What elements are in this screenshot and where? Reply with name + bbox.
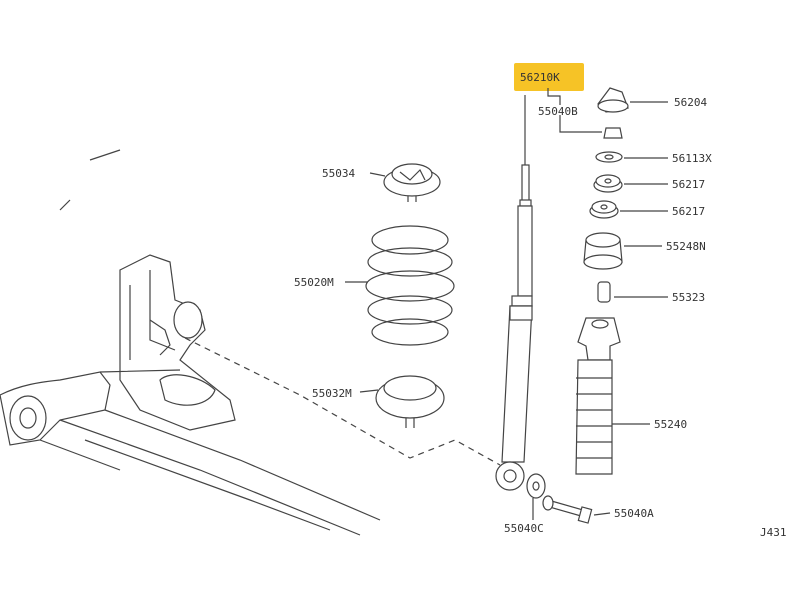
label-55032M: 55032M — [312, 387, 352, 400]
mount-bushing — [583, 232, 662, 270]
label-56210K: 56210K — [520, 71, 560, 84]
label-55034: 55034 — [322, 167, 355, 180]
washer-top — [595, 151, 668, 163]
label-56204: 56204 — [674, 96, 707, 109]
lower-spring-seat — [359, 375, 445, 428]
nut — [559, 115, 623, 139]
part-highlight — [514, 63, 584, 91]
collar — [597, 281, 668, 303]
label-56113X: 56113X — [672, 152, 712, 165]
upper-spring-seat — [369, 163, 441, 202]
label-55040A: 55040A — [614, 507, 654, 520]
label-55040C: 55040C — [504, 522, 544, 535]
coil-spring — [345, 225, 455, 346]
bushing-upper — [593, 174, 668, 193]
label-55040B: 55040B — [538, 105, 578, 118]
label-55248N: 55248N — [666, 240, 706, 253]
rear-axle-bracket — [0, 149, 381, 536]
label-55240: 55240 — [654, 418, 687, 431]
bolt — [542, 495, 611, 524]
shock-absorber — [495, 95, 533, 491]
label-55323: 55323 — [672, 291, 705, 304]
washer — [526, 473, 546, 520]
bump-stop-boot — [575, 317, 650, 475]
label-56217-upper: 56217 — [672, 178, 705, 191]
bump-cap — [597, 87, 668, 113]
figure-code: J431 — [760, 526, 787, 539]
bushing-lower — [589, 200, 668, 219]
label-56217-lower: 56217 — [672, 205, 705, 218]
label-55020M: 55020M — [294, 276, 334, 289]
mount-connection-line — [184, 337, 501, 466]
